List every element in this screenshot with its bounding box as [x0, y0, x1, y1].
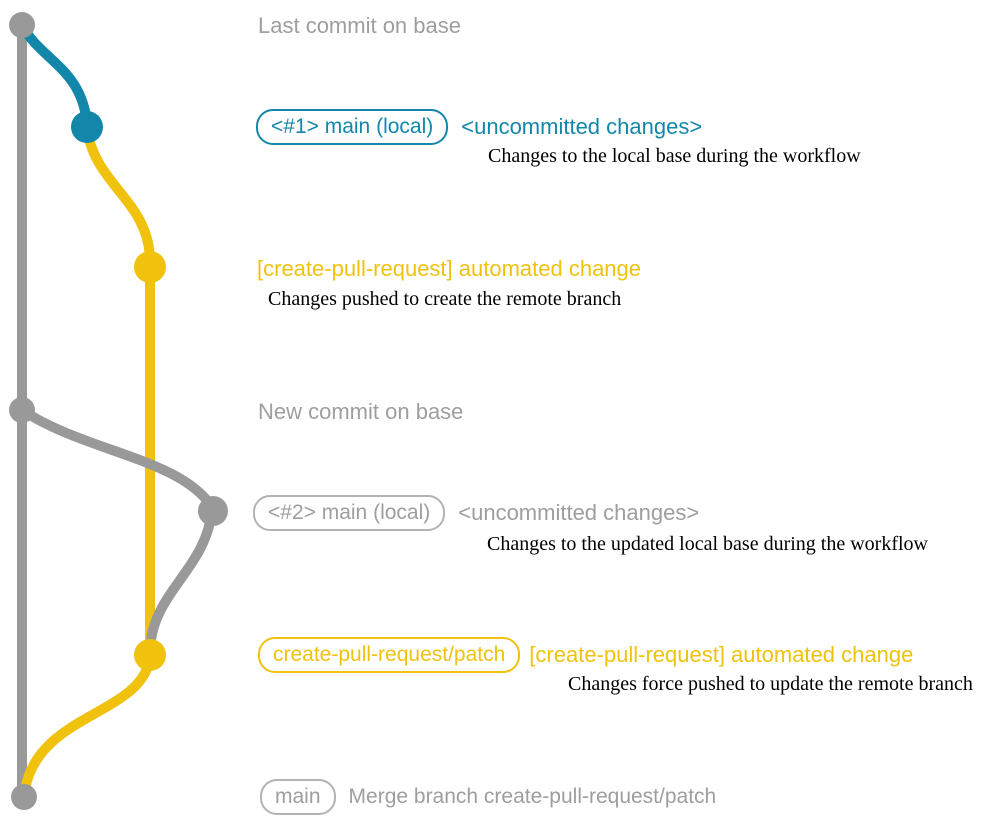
- commit-dot-local-main-1: [71, 111, 103, 143]
- commit-dot-merge: [11, 784, 37, 810]
- patch-branch-merge-curve: [20, 650, 155, 795]
- branch-badge-patch: create-pull-request/patch: [258, 637, 521, 673]
- note-pushed-create-remote: Changes pushed to create the remote bran…: [268, 288, 622, 310]
- label-last-commit-on-base: Last commit on base: [258, 13, 461, 38]
- commit-dot-last-base: [9, 12, 35, 38]
- note-force-pushed-update-remote: Changes force pushed to update the remot…: [568, 673, 973, 695]
- row-patch-branch: create-pull-request/patch [create-pull-r…: [258, 636, 913, 674]
- row-merge: main Merge branch create-pull-request/pa…: [260, 778, 716, 816]
- local-main-branch-1-curve: [17, 20, 92, 129]
- commit-dot-patch-1: [134, 251, 166, 283]
- commit-dot-patch-2: [134, 639, 166, 671]
- branch-badge-main: main: [260, 779, 336, 815]
- commit-message-merge: Merge branch create-pull-request/patch: [348, 785, 717, 808]
- note-updated-local-base-changes: Changes to the updated local base during…: [487, 533, 928, 555]
- commit-message-automated-change-1: [create-pull-request] automated change: [257, 256, 642, 281]
- branch-badge-main-local-1: <#1> main (local): [256, 109, 449, 145]
- commit-message-automated-change-2: [create-pull-request] automated change: [529, 642, 914, 667]
- git-graph: [9, 12, 228, 810]
- local-main-branch-2-curve: [17, 405, 217, 512]
- commit-message-uncommitted-2: <uncommitted changes>: [458, 500, 700, 525]
- commit-dot-local-main-2: [198, 496, 228, 526]
- commit-message-uncommitted-1: <uncommitted changes>: [461, 114, 703, 139]
- row-local-main-2: <#2> main (local) <uncommitted changes>: [253, 494, 699, 532]
- patch-branch-create-curve: [82, 122, 155, 267]
- commit-dot-new-base: [9, 397, 35, 423]
- row-local-main-1: <#1> main (local) <uncommitted changes>: [256, 108, 702, 146]
- local-main-into-patch-curve: [145, 505, 217, 655]
- note-local-base-changes: Changes to the local base during the wor…: [488, 145, 861, 167]
- label-new-commit-on-base: New commit on base: [258, 399, 464, 424]
- branch-badge-main-local-2: <#2> main (local): [253, 495, 446, 531]
